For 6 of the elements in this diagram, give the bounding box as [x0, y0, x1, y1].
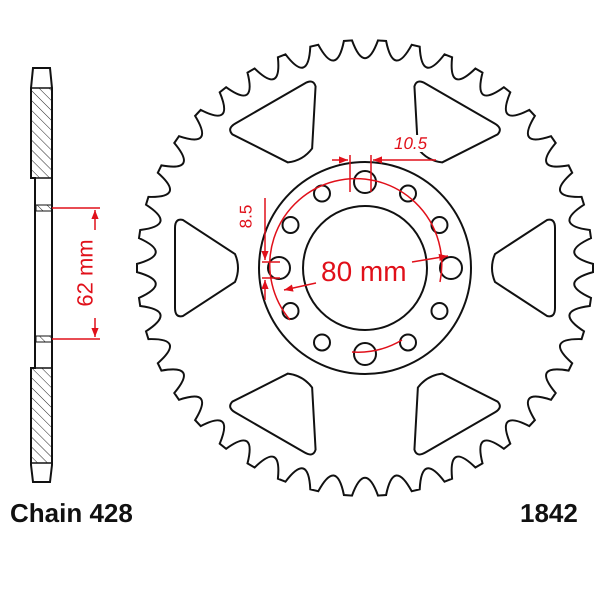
dimension-label: 8.5 — [237, 204, 254, 228]
dimension-label: 62 mm — [74, 239, 97, 307]
dimension-label: 10.5 — [394, 135, 428, 152]
part-number: 1842 — [520, 500, 578, 526]
dimension-label: 80 mm — [321, 258, 407, 286]
chain-size-label: Chain 428 — [10, 500, 133, 526]
